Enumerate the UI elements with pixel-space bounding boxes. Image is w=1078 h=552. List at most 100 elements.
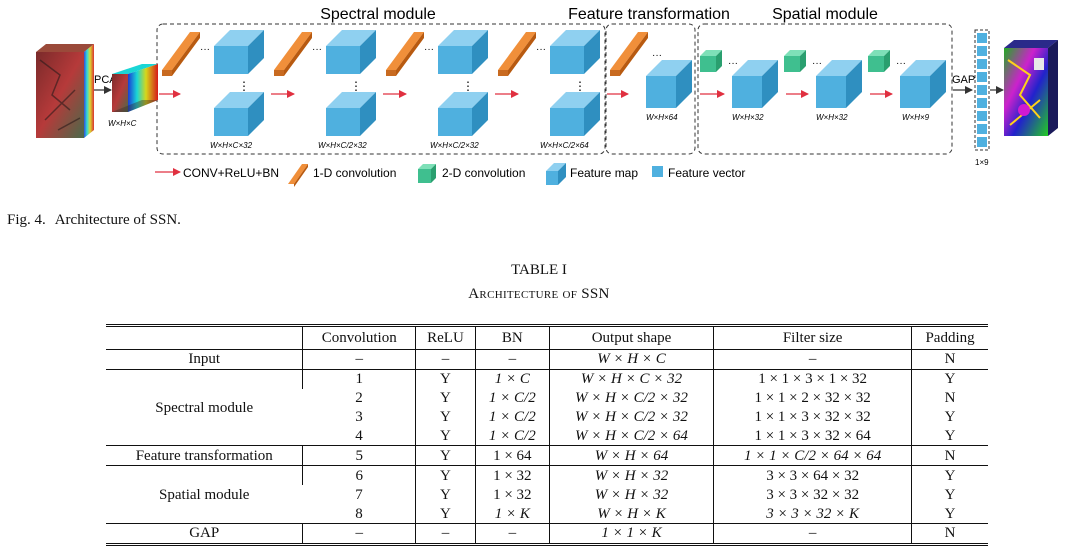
cell-conv: 5 [302, 445, 416, 466]
row-group-name: Spectral module [106, 368, 303, 446]
spat1-shape-label: W×H×32 [732, 113, 764, 122]
cell-shape: W × H × C/2 × 64 [548, 426, 714, 446]
cell-filter: 1 × 1 × 2 × 32 × 32 [713, 388, 912, 408]
legend-fmap-label: Feature map [570, 166, 638, 180]
cell-filter: 3 × 3 × 64 × 32 [713, 465, 912, 486]
cell-bn: – [474, 349, 550, 370]
cell-padding: N [911, 523, 988, 546]
cell-shape: W × H × 32 [548, 465, 714, 486]
cell-filter: – [713, 349, 912, 370]
vdots: ⋮ [462, 79, 474, 93]
vector-shape-label: 1×9 [975, 158, 989, 167]
header-cell [106, 326, 303, 350]
spatial-module-box [697, 23, 953, 155]
cell-filter: 1 × 1 × 3 × 1 × 32 [713, 368, 912, 389]
cell-shape: W × H × 32 [548, 485, 714, 505]
cell-padding: Y [911, 368, 988, 389]
cell-conv: 4 [355, 428, 363, 444]
cell-filter: 1 × 1 × C/2 × 64 × 64 [713, 445, 912, 466]
feature-transformation-stage: ··· W×H×64 [610, 32, 692, 122]
cell-bn: 1 × 32 [474, 465, 550, 486]
vdots: ⋮ [238, 79, 250, 93]
row-name: GAP [106, 523, 303, 546]
spatial-stage-3: ··· W×H×9 [868, 50, 946, 122]
legend-fvec-label: Feature vector [668, 166, 745, 180]
pca-reduced-cube [112, 64, 158, 112]
figure-caption: Fig. 4. Architecture of SSN. [7, 212, 181, 229]
vdots: ⋮ [574, 79, 586, 93]
cell-padding: Y [911, 504, 988, 524]
header-cell: ReLU [415, 325, 476, 350]
table-row: Spectral module 1 Y 1 × C W × H × C × 32… [106, 368, 988, 446]
classification-map [1004, 40, 1058, 136]
cell-conv: 8 [355, 505, 363, 522]
cell-relu: Y [415, 426, 476, 446]
cell-bn: 1 × K [474, 504, 550, 524]
hsi-input-cube [36, 44, 94, 138]
cell-filter: 1 × 1 × 3 × 32 × 32 [713, 407, 912, 427]
dots: ··· [728, 58, 738, 69]
input-shape-label: W×H×C [108, 119, 137, 128]
cell-shape: W × H × C [548, 349, 714, 370]
table-row: 3 Y 1 × C/2 W × H × C/2 × 32 1 × 1 × 3 ×… [106, 407, 988, 427]
legend-conv1d-swatch [288, 164, 308, 187]
table-row-gap: GAP – – – 1 × 1 × K – N [106, 523, 988, 546]
cell-shape: W × H × 64 [548, 445, 714, 466]
dots: ··· [896, 58, 906, 69]
legend-conv2d-label: 2-D convolution [442, 166, 525, 180]
cell-shape: W × H × K [548, 504, 714, 524]
table-row-feature: Feature transformation 5 Y 1 × 64 W × H … [106, 445, 988, 466]
legend-conv1d-label: 1-D convolution [313, 166, 396, 180]
cell-filter: – [713, 523, 912, 546]
header-cell: Padding [911, 325, 988, 350]
table-label: TABLE I [511, 262, 567, 278]
table-row: 8 Y 1 × K W × H × K 3 × 3 × 32 × K Y [106, 504, 988, 524]
cell-filter: 1 × 1 × 3 × 32 × 64 [713, 426, 912, 446]
architecture-table: Convolution ReLU BN Output shape Filter … [106, 324, 988, 546]
cell-conv: – [302, 349, 416, 370]
feature-transformation-title: Feature transformation [568, 6, 730, 23]
spatial-stage-2: ··· W×H×32 [784, 50, 862, 122]
cell-padding: N [911, 445, 988, 466]
figure-number: Fig. 4. [7, 212, 46, 228]
cell-relu: – [415, 523, 476, 546]
legend: CONV+ReLU+BN 1-D convolution 2-D convolu… [155, 163, 745, 187]
cell-bn: 1 × 32 [474, 485, 550, 505]
cell-relu: Y [415, 504, 476, 524]
cell-bn: 1 × C [474, 368, 550, 389]
cell-relu: Y [415, 368, 476, 389]
table-title: Architecture of SSN [0, 286, 1078, 303]
table-row-input: Input – – – W × H × C – N [106, 349, 988, 370]
cell-shape: W × H × C × 32 [548, 368, 714, 389]
row-name: Input [106, 349, 303, 370]
cell-conv: 6 [302, 465, 416, 486]
cell-conv: 7 [355, 486, 363, 503]
architecture-figure: Spectral module Feature transformation S… [36, 6, 1058, 187]
cell-padding: Y [911, 465, 988, 486]
spec4-shape-label: W×H×C/2×64 [540, 141, 589, 150]
row-name: Feature transformation [106, 445, 303, 466]
spec3-shape-label: W×H×C/2×32 [430, 141, 479, 150]
cell-shape: W × H × C/2 × 32 [548, 388, 714, 408]
dots: ··· [812, 58, 822, 69]
cell-bn: – [474, 523, 550, 546]
header-cell: Filter size [713, 325, 912, 350]
cell-relu: Y [415, 485, 476, 505]
gap-label: GAP [952, 74, 975, 86]
spectral-stage-3: ··· ⋮ W×H×C/2×32 [386, 30, 488, 150]
vdots: ⋮ [350, 79, 362, 93]
table-row: 7 Y 1 × 32 W × H × 32 3 × 3 × 32 × 32 Y [106, 485, 988, 505]
cell-filter: 3 × 3 × 32 × K [713, 504, 912, 524]
spectral-stage-2: ··· ⋮ W×H×C/2×32 [274, 30, 376, 150]
cell-shape: 1 × 1 × K [548, 523, 714, 546]
header-cell: Output shape [548, 325, 714, 350]
feature-vector [974, 29, 990, 151]
cell-conv: 2 [355, 390, 363, 407]
dots: ··· [200, 44, 210, 55]
pca-label: PCA [94, 74, 117, 86]
header-cell: BN [474, 325, 550, 350]
cell-bn: 1 × C/2 [474, 407, 550, 427]
spec1-shape-label: W×H×C×32 [210, 141, 253, 150]
cell-bn: 1 × 64 [474, 445, 550, 466]
cell-padding: N [911, 349, 988, 370]
